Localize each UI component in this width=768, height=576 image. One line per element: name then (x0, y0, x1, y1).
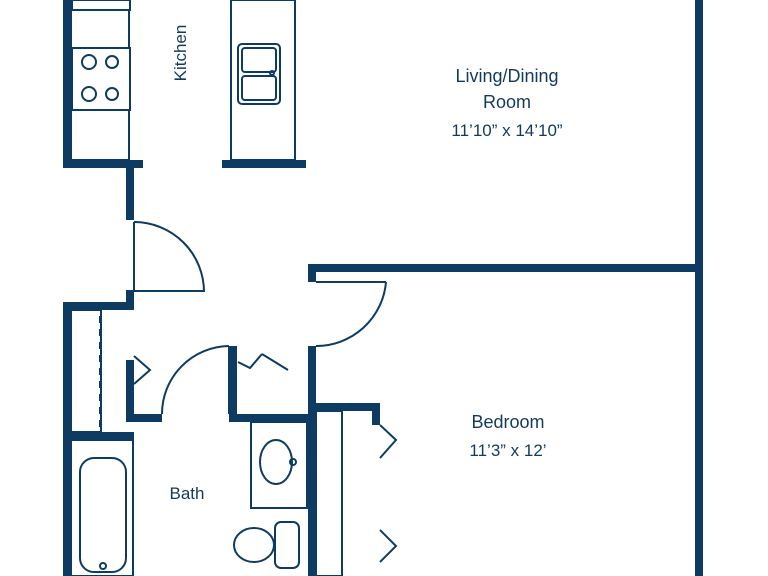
closet-bifold-right (261, 353, 289, 371)
walls (63, 0, 703, 576)
kitchen-bottom-wall-right (222, 160, 306, 168)
left-wall-kitchen (63, 0, 71, 168)
bath-top-wall-right (229, 414, 316, 422)
closet-bottom-wall (63, 432, 134, 440)
bedroom-label: Bedroom (471, 412, 544, 432)
closets (70, 309, 343, 576)
bath-label: Bath (170, 484, 205, 503)
bedroom-closet-top (308, 403, 380, 411)
bathtub-basin (79, 457, 127, 573)
hall-left-wall (126, 160, 134, 220)
bath-top-wall-left (126, 414, 162, 422)
sink-basin-top (241, 47, 277, 73)
hall-closet (70, 309, 102, 433)
sink-basin-bottom (241, 75, 277, 101)
burner-3-icon (81, 86, 97, 102)
kitchen-label: Kitchen (171, 25, 190, 82)
vanity (250, 421, 308, 509)
living-label-line2: Room (483, 92, 531, 112)
refrigerator-top (71, 0, 131, 11)
kitchen-fixtures (70, 0, 296, 161)
toilet-tank (274, 521, 300, 569)
bath-fixtures (70, 421, 308, 576)
bedroom-left-wall (308, 346, 316, 576)
living-label-line1: Living/Dining (455, 66, 558, 86)
bath-left-door-stub (126, 360, 134, 422)
entry-door-swing (133, 221, 205, 293)
right-exterior-wall (695, 0, 703, 576)
living-dimensions: 11’10” x 14’10” (451, 121, 563, 140)
doors (133, 221, 398, 563)
room-labels: Kitchen Living/Dining Room 11’10” x 14’1… (170, 25, 563, 503)
bedroom-dimensions: 11’3” x 12’ (469, 441, 546, 460)
kitchen-sink (237, 43, 281, 105)
stove (71, 47, 131, 111)
kitchen-bottom-wall-left (63, 160, 143, 168)
closet-bifold-left (133, 355, 152, 385)
living-bedroom-wall (308, 264, 703, 272)
tub-drain-icon (99, 562, 107, 570)
faucet-icon (269, 70, 275, 76)
bedroom-closet-right-stub (372, 403, 380, 425)
hall-left-wall-lower (126, 290, 134, 310)
burner-2-icon (105, 55, 119, 69)
closet-top-wall (63, 302, 134, 310)
bath-door-swing (161, 345, 230, 415)
burner-4-icon (105, 87, 119, 101)
bedroom-closet (315, 410, 343, 576)
vanity-faucet-icon (289, 458, 297, 466)
bedroom-door-swing (315, 281, 387, 348)
bedroom-closet-bifold-2 (379, 529, 398, 563)
bath-door-jamb-right (229, 346, 237, 422)
closet-bifold-middle (237, 353, 263, 370)
bedroom-left-wall-stub (308, 264, 316, 282)
burner-1-icon (81, 54, 97, 70)
toilet-bowl (233, 527, 275, 563)
vanity-sink (259, 439, 293, 485)
bedroom-closet-bifold-1 (379, 424, 398, 459)
